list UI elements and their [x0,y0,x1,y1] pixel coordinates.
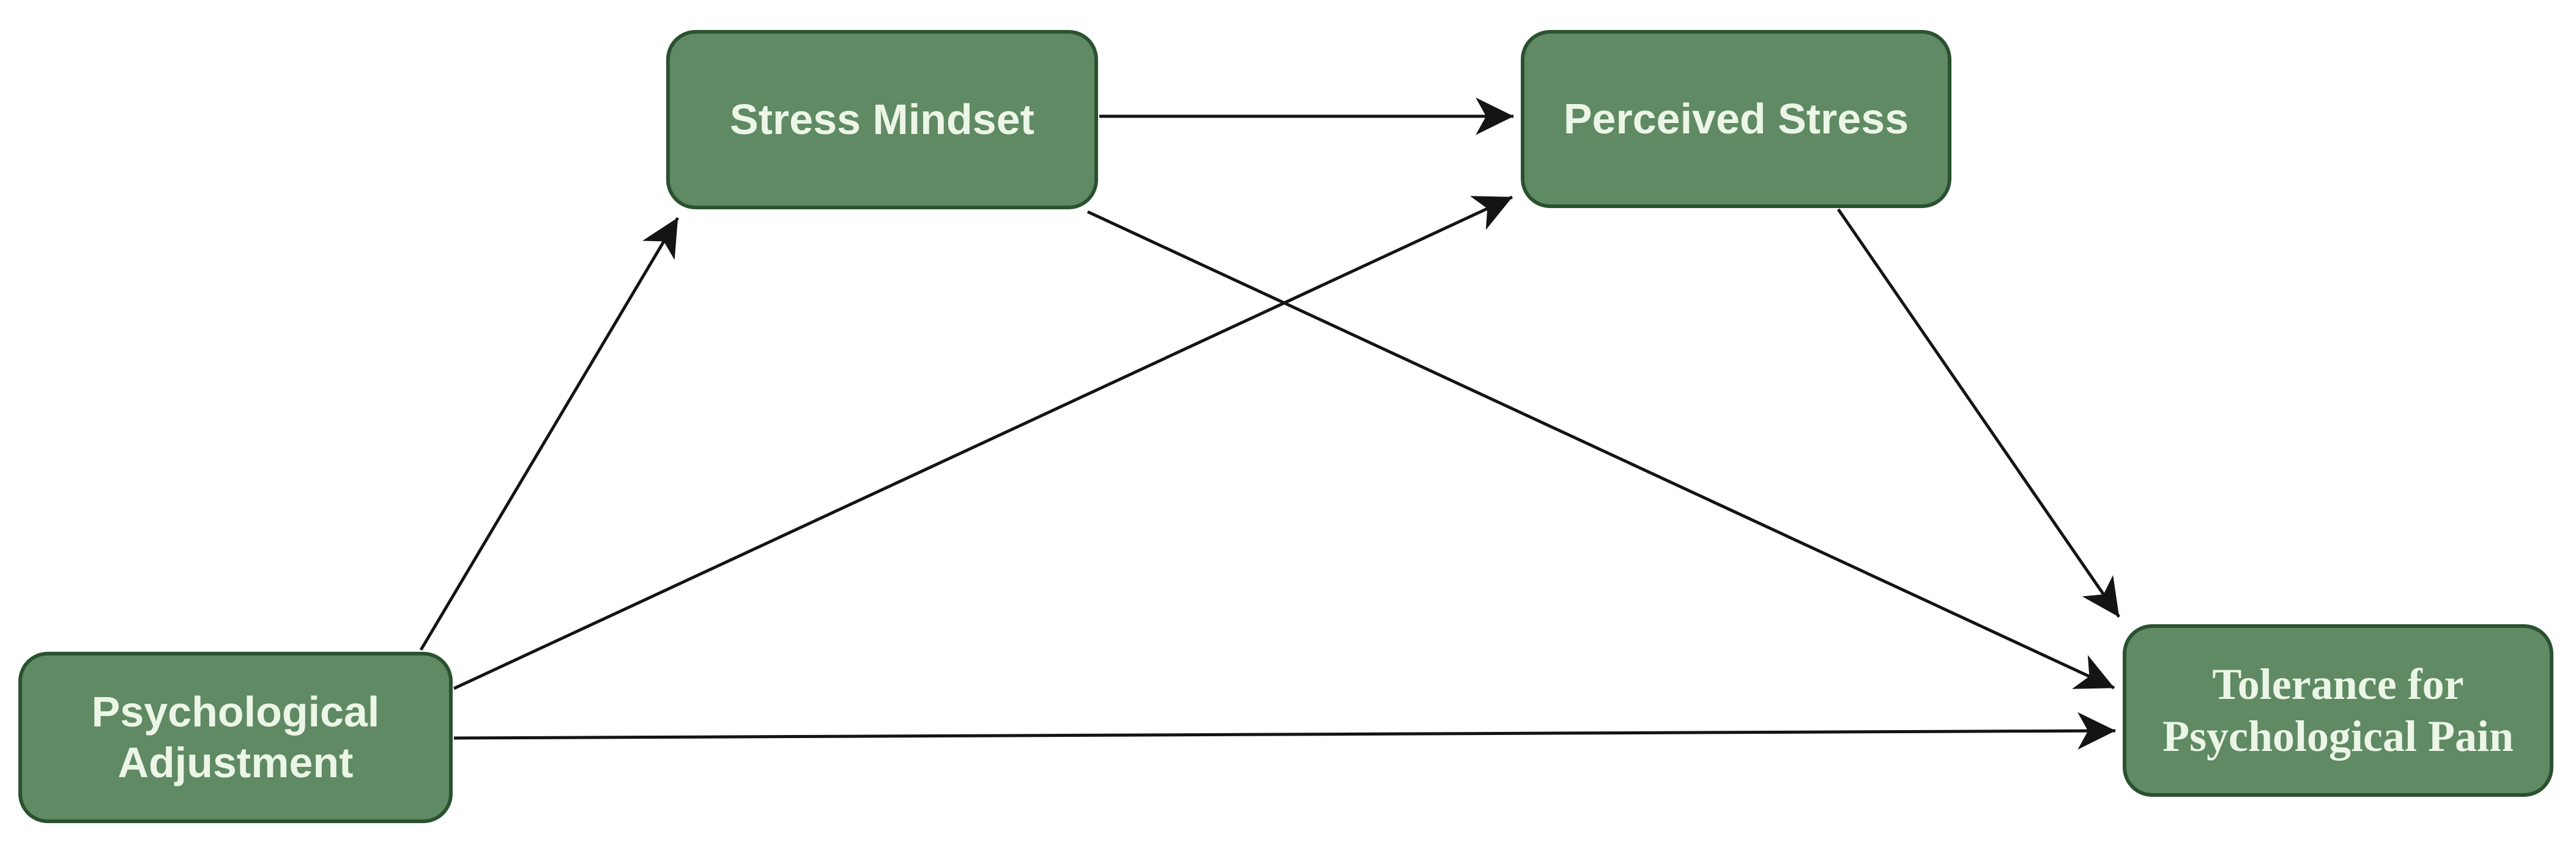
node-stress-mindset-label: Stress Mindset [730,95,1034,144]
node-perceived-stress[interactable]: Perceived Stress [1521,30,1951,208]
edge-psychological-adjustment-to-stress-mindset[interactable] [419,217,680,651]
node-tolerance-for-psychological-pain[interactable]: Tolerance for Psychological Pain [2123,624,2553,797]
node-psychological-adjustment-label: Psychological Adjustment [91,688,380,786]
edge-perceived-stress-to-tolerance-for-psychological-pain[interactable] [1836,208,2121,618]
node-stress-mindset[interactable]: Stress Mindset [666,30,1098,209]
node-psychological-adjustment[interactable]: Psychological Adjustment [18,652,453,823]
edge-stress-mindset-to-tolerance-for-psychological-pain[interactable] [1086,210,2115,690]
edge-psychological-adjustment-to-perceived-stress[interactable] [453,195,1513,690]
edge-psychological-adjustment-to-tolerance-for-psychological-pain[interactable] [453,712,2116,750]
node-perceived-stress-label: Perceived Stress [1563,95,1909,143]
node-tolerance-for-psychological-pain-label: Tolerance for Psychological Pain [2162,660,2514,761]
